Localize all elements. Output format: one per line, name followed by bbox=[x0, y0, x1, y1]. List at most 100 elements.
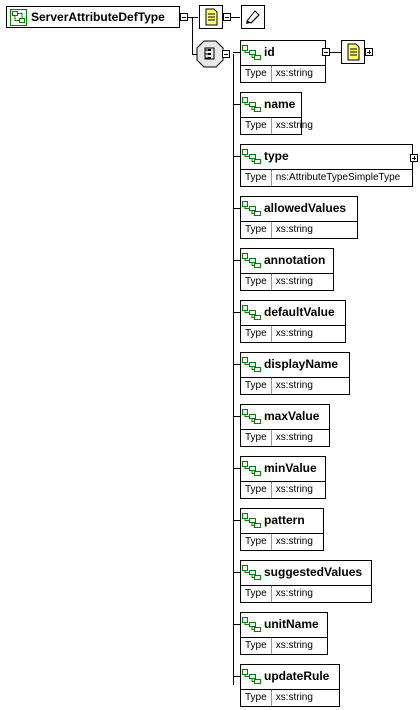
type-label: Type bbox=[241, 326, 272, 342]
type-label: Type bbox=[241, 118, 272, 134]
element-name-row: suggestedValues bbox=[241, 561, 371, 586]
element-name: pattern bbox=[264, 513, 305, 527]
type-label: Type bbox=[241, 274, 272, 290]
sequence-collapse-toggle[interactable] bbox=[222, 50, 230, 58]
type-label: Type bbox=[241, 690, 272, 706]
type-label: Type bbox=[241, 586, 272, 602]
element-name-row: pattern bbox=[241, 509, 323, 534]
root-type-name: ServerAttributeDefType bbox=[31, 10, 165, 24]
element-icon bbox=[242, 409, 262, 430]
sequence-icon bbox=[196, 40, 224, 68]
element-icon bbox=[242, 201, 262, 222]
type-value: xs:string bbox=[275, 588, 313, 599]
element-name: allowedValues bbox=[264, 201, 347, 215]
element-icon bbox=[242, 565, 262, 586]
sequence-compositor[interactable] bbox=[196, 40, 224, 73]
element-name: displayName bbox=[264, 357, 339, 371]
element-name: unitName bbox=[264, 617, 319, 631]
root-attributes-node[interactable] bbox=[241, 5, 265, 29]
type-label: Type bbox=[241, 378, 272, 394]
element-name: maxValue bbox=[264, 409, 320, 423]
element-icon bbox=[242, 305, 262, 326]
element-name-row: id bbox=[241, 41, 325, 66]
root-type-node[interactable]: ServerAttributeDefType bbox=[6, 6, 180, 28]
type-value: xs:string bbox=[275, 536, 313, 547]
root-collapse-toggle[interactable] bbox=[180, 13, 188, 21]
element-name-row: allowedValues bbox=[241, 197, 357, 222]
type-value: xs:string bbox=[275, 692, 313, 703]
element-name: updateRule bbox=[264, 669, 330, 683]
type-label: Type bbox=[241, 222, 272, 238]
element-icon bbox=[242, 669, 262, 690]
element-name-row: annotation bbox=[241, 249, 333, 274]
type-value: xs:string bbox=[275, 276, 313, 287]
type-label: Type bbox=[241, 638, 272, 654]
root-annotation-node[interactable] bbox=[199, 5, 223, 29]
type-value: xs:string bbox=[275, 432, 313, 443]
element-name: minValue bbox=[264, 461, 317, 475]
element-name-row: maxValue bbox=[241, 405, 329, 430]
type-label: Type bbox=[241, 66, 272, 82]
element-name-row: displayName bbox=[241, 353, 349, 378]
attribute-group-icon bbox=[246, 10, 260, 24]
type-value: xs:string bbox=[275, 640, 313, 651]
element-name: id bbox=[264, 45, 275, 59]
type-value: xs:string bbox=[275, 68, 313, 79]
type-label: Type bbox=[241, 482, 272, 498]
type-value: xs:string bbox=[275, 224, 313, 235]
type-value: xs:string bbox=[275, 328, 313, 339]
element-name-row: defaultValue bbox=[241, 301, 345, 326]
element-icon bbox=[242, 617, 262, 638]
element-icon bbox=[242, 461, 262, 482]
id-annotation-expand-toggle[interactable] bbox=[365, 48, 373, 56]
annotation-collapse-toggle[interactable] bbox=[223, 13, 231, 21]
element-icon bbox=[242, 97, 262, 118]
type-label: Type bbox=[241, 534, 272, 550]
type-value: xs:string bbox=[275, 120, 313, 131]
type-label: Type bbox=[241, 170, 272, 186]
element-name-row: name bbox=[241, 93, 301, 118]
id-collapse-toggle[interactable] bbox=[322, 48, 330, 56]
element-name-row: type bbox=[241, 145, 412, 170]
annotation-icon bbox=[205, 8, 218, 26]
element-name-row: minValue bbox=[241, 457, 325, 482]
element-icon bbox=[242, 357, 262, 378]
element-icon bbox=[242, 45, 262, 66]
element-icon bbox=[242, 513, 262, 534]
type-expand-toggle[interactable] bbox=[410, 154, 418, 162]
type-label: Type bbox=[241, 430, 272, 446]
id-annotation-node[interactable] bbox=[341, 40, 365, 64]
element-name: name bbox=[264, 97, 296, 111]
element-name-row: updateRule bbox=[241, 665, 339, 690]
element-name: suggestedValues bbox=[264, 565, 363, 579]
annotation-icon bbox=[347, 43, 360, 61]
complex-type-icon bbox=[10, 9, 27, 31]
element-name: annotation bbox=[264, 253, 326, 267]
element-icon bbox=[242, 149, 262, 170]
